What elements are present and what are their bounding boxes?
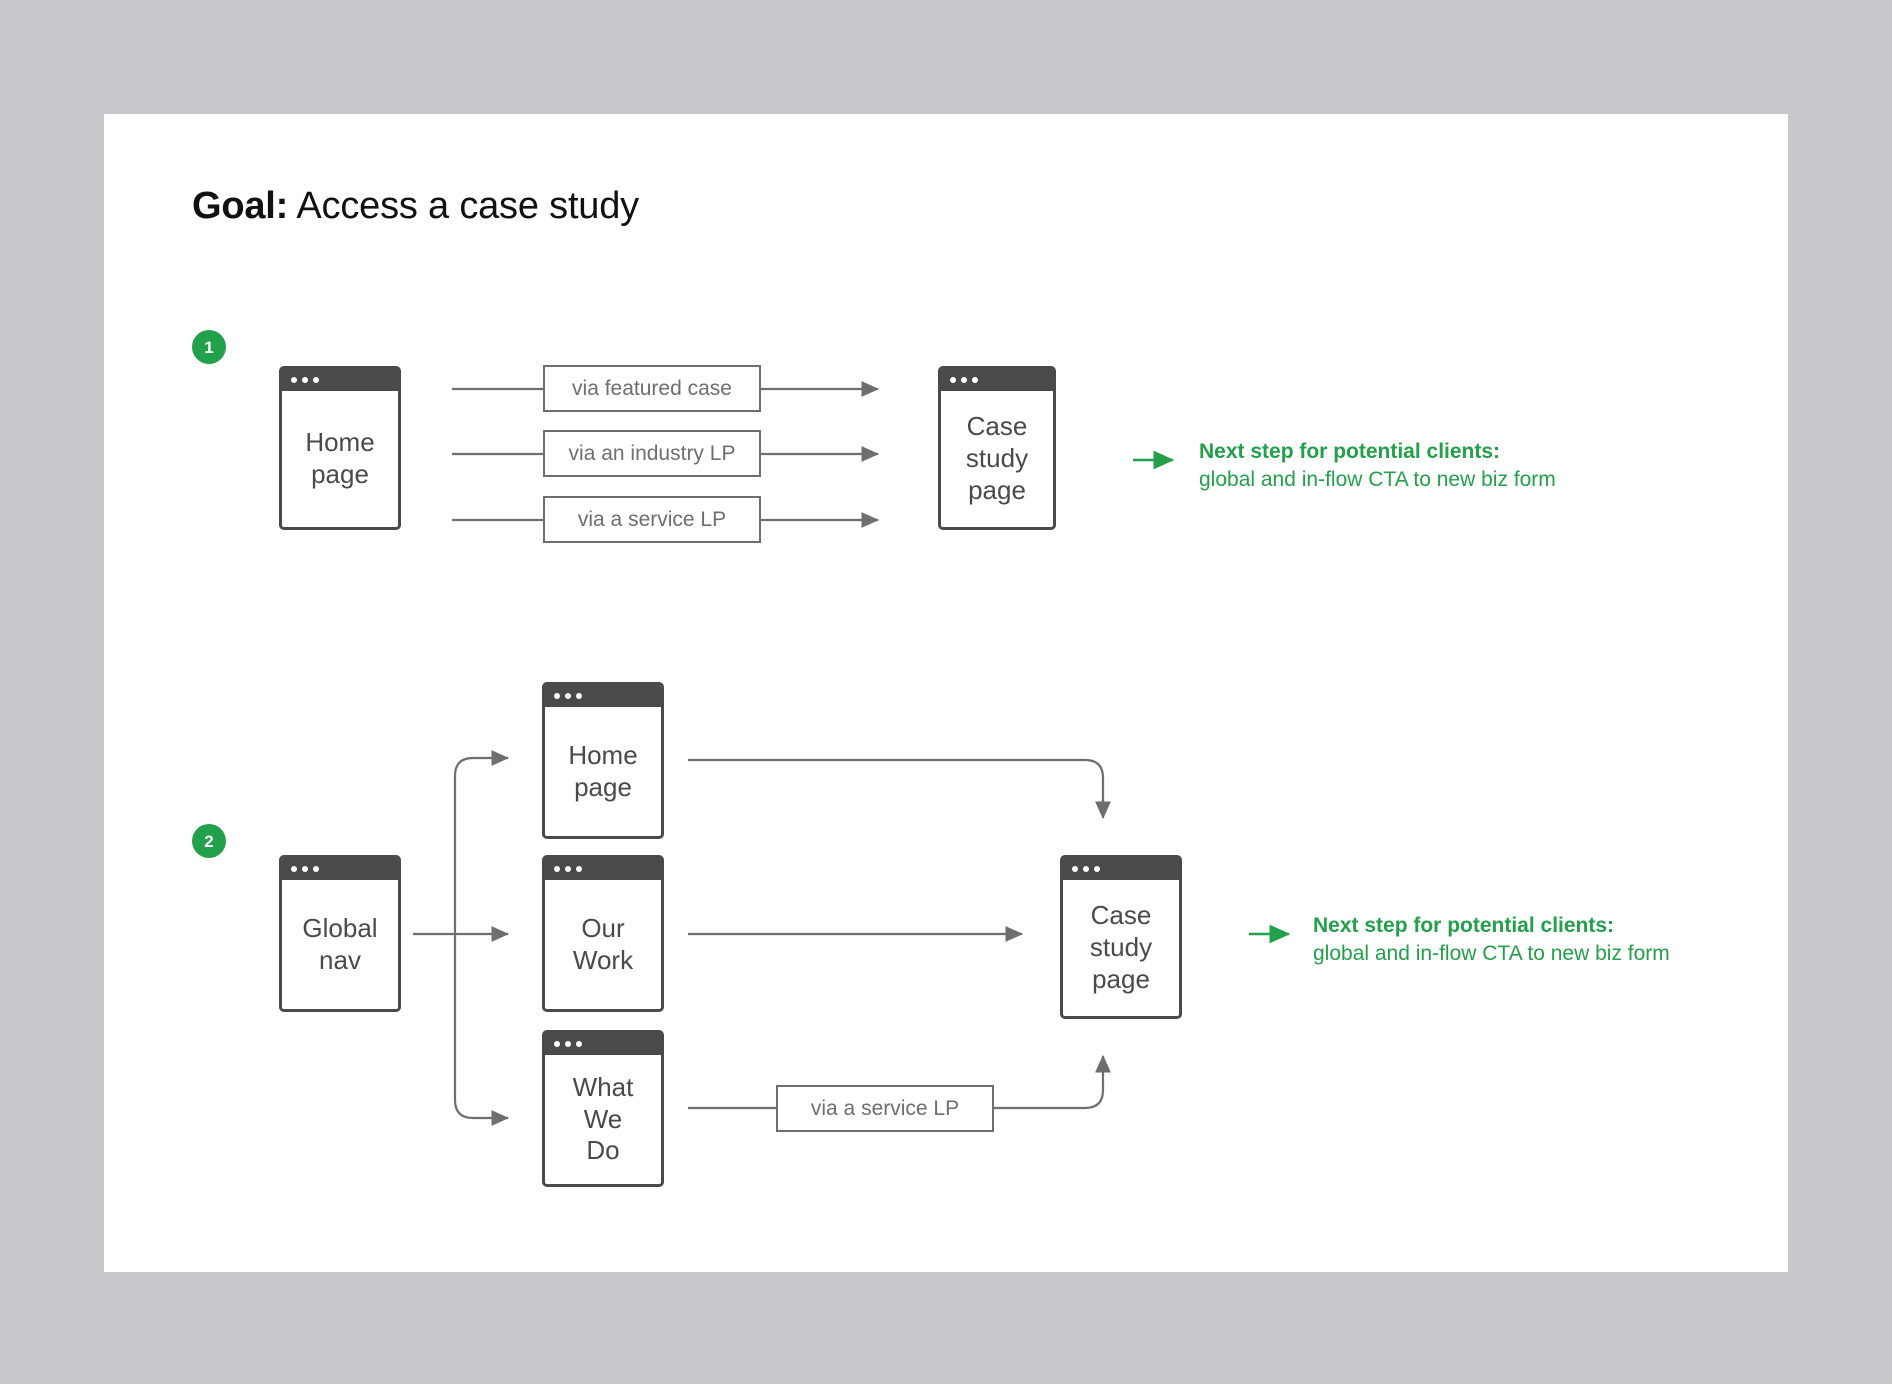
window-label: Our Work [572, 912, 634, 975]
window-label: Home page [568, 739, 638, 802]
window-dot-icon [1094, 866, 1100, 872]
window-dot-icon [302, 377, 308, 383]
window-label: Home page [305, 427, 375, 489]
window-dot-icon [1072, 866, 1078, 872]
annotation-subtitle: global and in-flow CTA to new biz form [1199, 468, 1556, 492]
window-dot-icon [291, 866, 297, 872]
window-case-study-page-1[interactable]: Case study page [938, 366, 1056, 530]
edge-label-via-a-service-lp-1[interactable]: via a service LP [543, 496, 761, 543]
window-dot-icon [576, 866, 582, 872]
window-global-nav[interactable]: Global nav [279, 855, 401, 1012]
slide-canvas [104, 114, 1788, 1272]
window-dot-icon [554, 866, 560, 872]
window-home-page-2[interactable]: Home page [542, 682, 664, 839]
browser-body: Home page [282, 391, 398, 527]
annotation-title: Next step for potential clients: [1199, 440, 1501, 463]
window-our-work[interactable]: Our Work [542, 855, 664, 1012]
window-label: Global nav [302, 912, 378, 975]
window-dot-icon [313, 377, 319, 383]
browser-body: Our Work [545, 880, 661, 1009]
window-dot-icon [554, 693, 560, 699]
window-label: What We Do [572, 1071, 634, 1166]
annotation-next-step-1: Next step for potential clients: global … [1199, 438, 1556, 495]
edge-label-via-featured-case[interactable]: via featured case [543, 365, 761, 412]
window-dot-icon [950, 377, 956, 383]
window-dot-icon [1083, 866, 1089, 872]
browser-title-bar [545, 685, 661, 707]
annotation-subtitle: global and in-flow CTA to new biz form [1313, 942, 1670, 966]
window-dot-icon [961, 377, 967, 383]
window-what-we-do[interactable]: What We Do [542, 1030, 664, 1187]
browser-title-bar [941, 369, 1053, 391]
edge-label-via-an-industry-lp[interactable]: via an industry LP [543, 430, 761, 477]
browser-title-bar [545, 1033, 661, 1055]
page-title-lead: Goal: [192, 185, 289, 227]
step-badge-2: 2 [192, 824, 226, 858]
page-title-rest: Access a case study [288, 185, 639, 227]
window-label: Case study page [1089, 900, 1153, 994]
browser-body: Global nav [282, 880, 398, 1009]
browser-body: Case study page [1063, 880, 1179, 1016]
browser-body: What We Do [545, 1055, 661, 1184]
window-dot-icon [565, 693, 571, 699]
window-dot-icon [565, 1041, 571, 1047]
window-home-page-1[interactable]: Home page [279, 366, 401, 530]
edge-label-via-a-service-lp-2[interactable]: via a service LP [776, 1085, 994, 1132]
window-dot-icon [302, 866, 308, 872]
annotation-title: Next step for potential clients: [1313, 914, 1615, 937]
browser-title-bar [282, 858, 398, 880]
browser-title-bar [1063, 858, 1179, 880]
browser-body: Case study page [941, 391, 1053, 527]
window-dot-icon [313, 866, 319, 872]
window-label: Case study page [965, 411, 1029, 505]
browser-title-bar [545, 858, 661, 880]
window-case-study-page-2[interactable]: Case study page [1060, 855, 1182, 1019]
step-badge-1: 1 [192, 330, 226, 364]
browser-body: Home page [545, 707, 661, 836]
window-dot-icon [972, 377, 978, 383]
window-dot-icon [291, 377, 297, 383]
window-dot-icon [576, 1041, 582, 1047]
window-dot-icon [565, 866, 571, 872]
browser-title-bar [282, 369, 398, 391]
annotation-next-step-2: Next step for potential clients: global … [1313, 912, 1670, 969]
window-dot-icon [576, 693, 582, 699]
page-title: Goal: Access a case study [192, 185, 639, 228]
window-dot-icon [554, 1041, 560, 1047]
